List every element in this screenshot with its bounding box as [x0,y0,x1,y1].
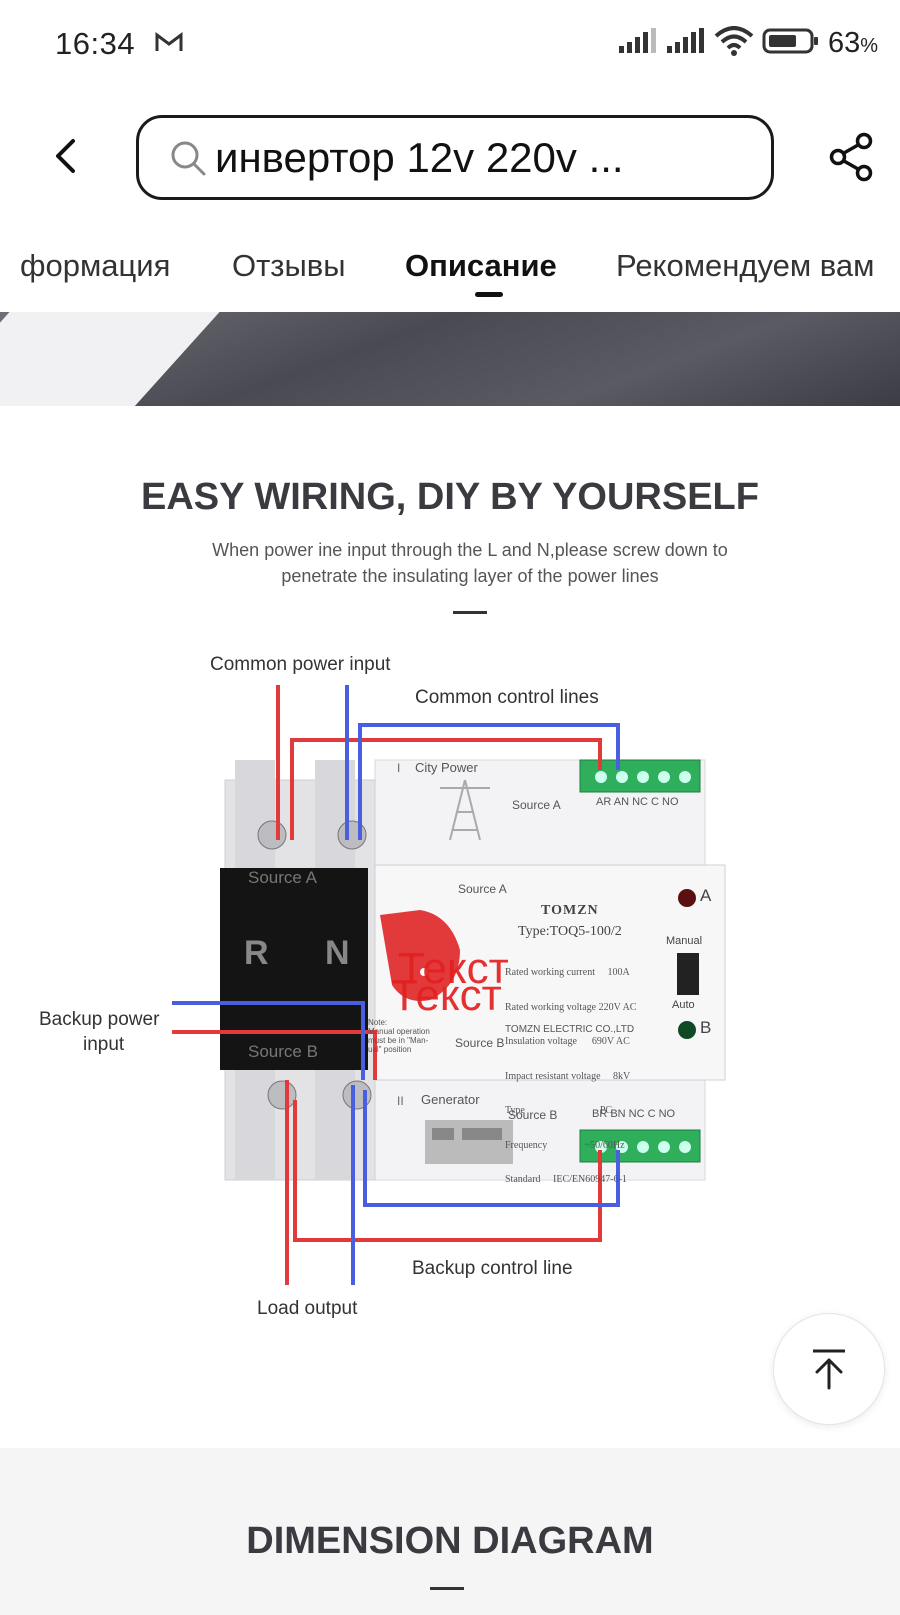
section-divider [453,611,487,614]
gmail-icon [155,31,183,58]
spec-line: Impact resistant voltage 8kV [505,1070,631,1082]
device-source-b-bottom: Source B [508,1108,558,1122]
tab-recommended[interactable]: Рекомендуем вам [616,248,875,283]
overlay-text-2: Текст [398,944,509,993]
device-city-power: City Power [415,760,478,775]
device-source-a-panel: Source A [458,882,507,896]
spec-line: Rated working current 100A [505,967,630,978]
device-source-a-black: Source A [248,868,317,887]
search-field[interactable]: инвертор 12v 220v ... [136,115,774,200]
wifi-icon [714,26,754,61]
tab-description[interactable]: Описание [405,248,557,283]
subtitle-line-2: penetrate the insulating layer of the po… [281,566,659,586]
indicator-a-label: A [700,886,712,905]
overlay-text-1: Текст [391,971,502,1020]
device-source-b-black: Source B [248,1042,318,1061]
indicator-b-label: B [700,1018,712,1037]
scroll-to-top-button[interactable] [773,1313,885,1425]
label-common-control-lines: Common control lines [415,687,599,708]
status-icons: 63% [618,26,878,61]
device-maker: TOMZN ELECTRIC CO.,LTD [505,1024,635,1035]
note-line: must be in "Man- [368,1036,429,1045]
device-roman-1: I [397,761,401,775]
tab-bar: формация Отзывы Описание Рекомендуем вам [0,240,900,310]
subtitle-line-1: When power ine input through the L and N… [212,540,728,560]
wiring-section-title: EASY WIRING, DIY BY YOURSELF [141,476,759,518]
back-button[interactable] [45,133,85,179]
signal-icon [618,28,658,59]
wiring-diagram-graphic [172,685,726,1285]
tab-reviews[interactable]: Отзывы [232,248,346,283]
spec-line: Frequency ~50/60Hz [505,1139,625,1151]
label-backup-power-input-line1: Backup power [39,1009,160,1030]
battery-icon [762,27,820,60]
search-query: инвертор 12v 220v ... [215,133,624,181]
tab-information[interactable]: формация [20,248,171,283]
switch-auto-label: Auto [672,999,695,1011]
dimension-section: DIMENSION DIAGRAM [0,1448,900,1615]
device-terminals-bottom: BR BN NC C NO [592,1108,676,1120]
label-common-power-input: Common power input [210,654,391,675]
device-note: Note: Manual operation must be in "Man- … [368,1018,430,1054]
spec-line: Type PC [505,1105,613,1116]
wiring-diagram: Common power input Common control lines … [20,654,800,1360]
device-n-label: N [325,934,350,972]
share-icon [829,132,873,182]
banner-light-area [0,312,247,406]
dimension-divider [430,1587,464,1590]
note-line: ual" position [368,1045,412,1054]
device-source-b-panel: Source B [455,1036,505,1050]
note-line: Manual operation [368,1027,430,1036]
label-backup-power-input-line2: input [83,1034,125,1055]
switch-manual-label: Manual [666,935,703,947]
device-terminals-top: AR AN NC C NO [596,796,679,808]
product-banner-image [0,312,900,406]
device-specs: Rated working current 100A Rated working… [505,944,636,1209]
arrow-up-icon [813,1349,845,1390]
label-backup-control-line: Backup control line [412,1258,573,1279]
battery-percent: 63% [827,27,878,59]
device-source-a-top: Source A [512,798,561,812]
chevron-left-icon [56,139,75,173]
label-load-output: Load output [257,1298,358,1319]
share-button[interactable] [828,132,876,187]
device-brand: TOMZN [541,903,599,918]
status-time: 16:34 [55,26,136,61]
spec-line: Standard IEC/EN60947-6-1 [505,1174,627,1185]
device-r-label: R [244,934,269,972]
search-icon [171,141,206,175]
spec-line: Insulation voltage 690V AC [505,1036,630,1047]
note-line: Note: [368,1018,388,1027]
device-type: Type:TOQ5-100/2 [518,924,622,939]
status-bar: 16:34 63% [0,0,900,90]
dimension-section-title: DIMENSION DIAGRAM [246,1520,654,1562]
signal-icon-2 [666,28,706,59]
tab-active-indicator [475,292,503,297]
device-generator: Generator [421,1092,480,1107]
device-roman-2: II [397,1094,404,1108]
wiring-section-subtitle: When power ine input through the L and N… [160,537,780,589]
spec-line: Rated working voltage 220V AC [505,1001,637,1013]
